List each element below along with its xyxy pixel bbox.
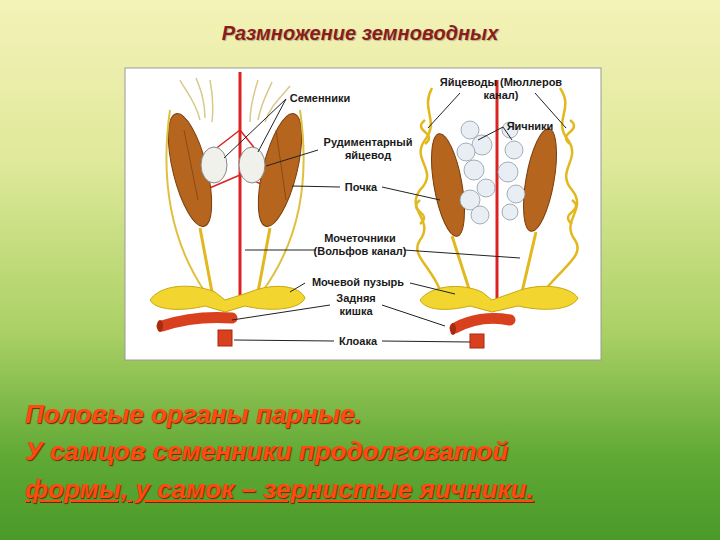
part-label: Почка bbox=[341, 181, 381, 194]
part-label: Рудиментарный яйцевод bbox=[318, 136, 418, 162]
caption-text: У самцов семенники продолговатой bbox=[25, 435, 508, 467]
part-label: Мочевой пузырь bbox=[306, 276, 410, 289]
caption-text: формы, у самок – зернистые яичники. bbox=[25, 473, 534, 505]
caption-text: Половые органы парные. bbox=[25, 398, 362, 430]
part-label: Задняя кишка bbox=[331, 292, 381, 318]
part-label: Мочеточники (Вольфов канал) bbox=[306, 232, 414, 258]
slide-title: Размножение земноводных bbox=[0, 22, 720, 45]
part-label: Яйцеводы (Мюллеров канал) bbox=[436, 76, 566, 102]
part-label: Яичники bbox=[500, 120, 560, 133]
part-label: Клоака bbox=[335, 335, 381, 348]
part-label: Семенники bbox=[287, 92, 353, 105]
